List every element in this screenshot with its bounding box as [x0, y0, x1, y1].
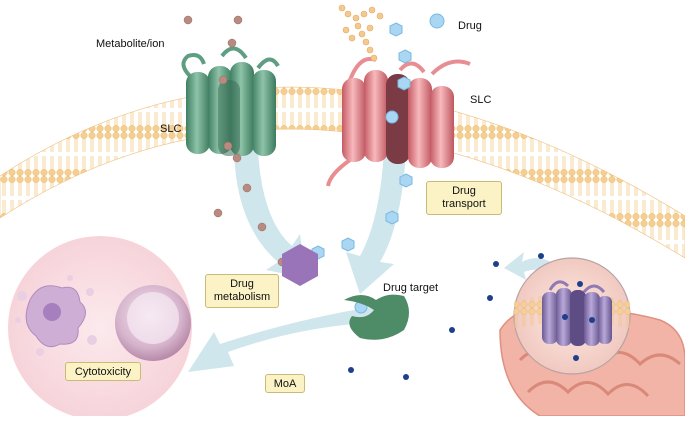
debris-4 — [86, 288, 94, 296]
drug-transport-line1: Drug — [452, 185, 476, 197]
slc-label-left: SLC — [160, 123, 182, 135]
mito-ion-3 — [573, 355, 579, 361]
mito-ion-2 — [562, 314, 568, 320]
metabolite-ion-label: Metabolite/ion — [96, 38, 165, 50]
debris-3 — [15, 317, 21, 323]
target-cell — [8, 236, 192, 420]
moa-box: MoA — [265, 374, 305, 393]
metabolite-uptake-arrow — [234, 150, 306, 278]
slc-label-right: SLC — [470, 94, 492, 106]
drug-metabolism-line2: metabolism — [213, 291, 271, 303]
drug-transport-box: Drug transport — [426, 181, 502, 215]
slc-transporter-purple — [542, 280, 612, 346]
drug-polymer-chain — [338, 4, 384, 62]
slc-transporter-red — [326, 57, 471, 187]
drug-transport-line2: transport — [442, 198, 486, 210]
moa-arrow — [188, 306, 380, 372]
slc-transporter-green — [181, 46, 280, 156]
metabolizing-enzyme — [282, 244, 318, 286]
healthy-nucleolus — [127, 292, 179, 344]
debris-6 — [36, 348, 44, 356]
debris-5 — [87, 335, 97, 345]
drug-target-protein — [344, 294, 409, 340]
drug-metabolism-box: Drug metabolism — [205, 274, 279, 308]
mitochondrion-cristae-2 — [526, 380, 650, 398]
drug-transport-arrow — [346, 150, 406, 294]
mito-ion-4 — [589, 317, 595, 323]
mito-ion-1 — [577, 281, 583, 287]
drug-target-label: Drug target — [383, 282, 439, 294]
debris-7 — [67, 275, 73, 281]
debris-2 — [17, 291, 27, 301]
mito-arrow — [504, 252, 560, 280]
drug-metabolism-line1: Drug — [230, 278, 254, 290]
debris-1 — [43, 303, 61, 321]
drug-label: Drug — [458, 20, 482, 32]
cytotoxicity-box: Cytotoxicity — [65, 362, 141, 381]
ion-dots — [348, 253, 544, 380]
